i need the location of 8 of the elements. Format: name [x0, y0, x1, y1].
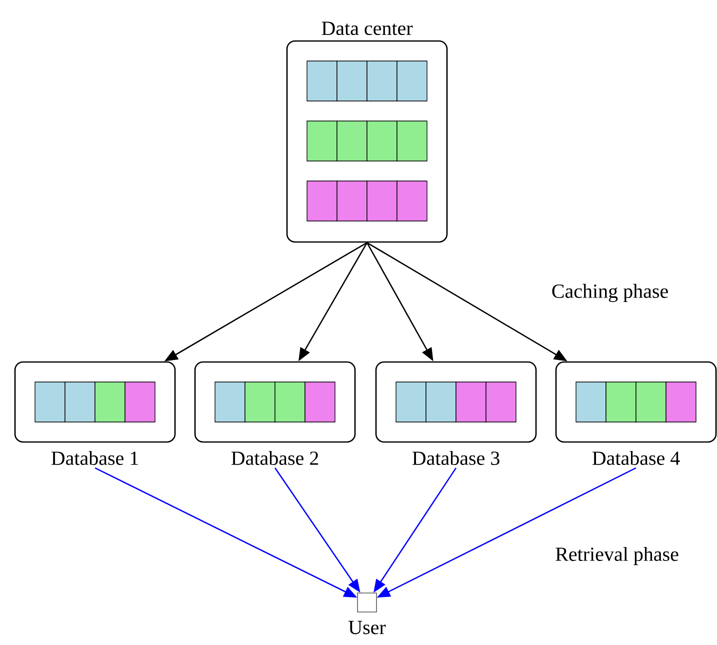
node-label: Database 3	[412, 450, 500, 465]
node-label: Database 4	[592, 450, 680, 465]
node-title: Data center	[322, 22, 413, 36]
node-label: Database 2	[231, 450, 318, 465]
phase-label: Caching phase	[552, 284, 668, 302]
phase-label: Retrieval phase	[556, 546, 678, 566]
node-label: User	[348, 620, 386, 634]
node-label: Database 1	[51, 450, 138, 465]
